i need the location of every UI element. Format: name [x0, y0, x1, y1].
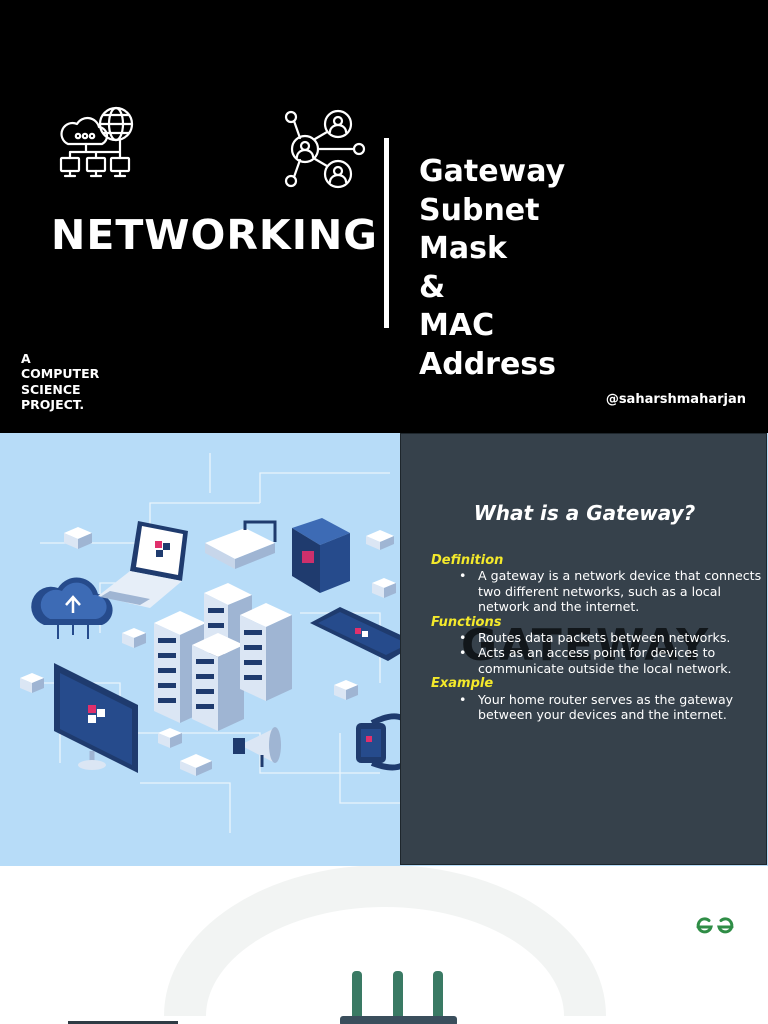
topic-line: Gateway — [419, 154, 566, 189]
project-label-line: PROJECT. — [21, 396, 85, 412]
topic-line: Subnet — [419, 192, 540, 228]
bullet-item: Your home router serves as the gateway b… — [431, 692, 766, 723]
project-label-line: SCIENCE — [21, 381, 81, 397]
vertical-divider — [384, 138, 389, 328]
cloud-network-icon — [59, 106, 134, 178]
panel-heading: What is a Gateway? — [473, 501, 696, 525]
gateway-slide: GATEWAY What is a Gateway? Definition A … — [0, 433, 768, 866]
topic-line: & — [419, 269, 446, 305]
tablet-icon — [310, 607, 418, 661]
author-handle: @saharshmaharjan — [605, 392, 746, 407]
topic-list: Gateway Subnet Mask & MAC Address — [419, 153, 565, 385]
server-rack-icon — [192, 633, 244, 731]
gateway-info-panel: GATEWAY What is a Gateway? Definition A … — [400, 433, 767, 865]
topic-line: Mask — [419, 231, 507, 267]
gfg-logo-icon — [696, 917, 734, 934]
monitor-icon — [54, 663, 138, 773]
section-label-functions: Functions — [431, 614, 502, 630]
server-box-icon — [292, 518, 350, 593]
section-label-example: Example — [431, 676, 494, 692]
network-devices-illustration — [20, 453, 418, 833]
section-label-definition: Definition — [431, 553, 504, 568]
functions-list: Routes data packets between networks. Ac… — [431, 630, 766, 676]
project-label-line: A — [21, 351, 31, 366]
topic-line: MAC — [419, 308, 495, 344]
bullet-item: Acts as an access point for devices to c… — [431, 645, 766, 676]
project-label-line: COMPUTER — [21, 366, 100, 382]
panel-content: Definition A gateway is a network device… — [431, 553, 766, 722]
project-label: A COMPUTER SCIENCE PROJECT. — [21, 351, 99, 412]
cloud-icon — [31, 577, 113, 639]
bullet-item: Routes data packets between networks. — [431, 630, 766, 646]
router-device-icon — [205, 520, 277, 569]
bullet-item: A gateway is a network device that conne… — [431, 568, 766, 614]
router-slide — [0, 866, 768, 1024]
definition-list: A gateway is a network device that conne… — [431, 568, 766, 614]
server-rack-icon — [240, 603, 292, 701]
title-slide: NETWORKING Gateway Subnet Mask & MAC Add… — [0, 0, 768, 433]
slide-title: NETWORKING — [51, 211, 378, 259]
example-list: Your home router serves as the gateway b… — [431, 692, 766, 723]
people-network-icon — [284, 109, 366, 189]
topic-line: Address — [419, 346, 557, 382]
laptop-icon — [98, 521, 188, 608]
router-icon — [68, 866, 606, 1024]
network-node-icon — [20, 527, 396, 776]
megaphone-icon — [233, 727, 281, 767]
